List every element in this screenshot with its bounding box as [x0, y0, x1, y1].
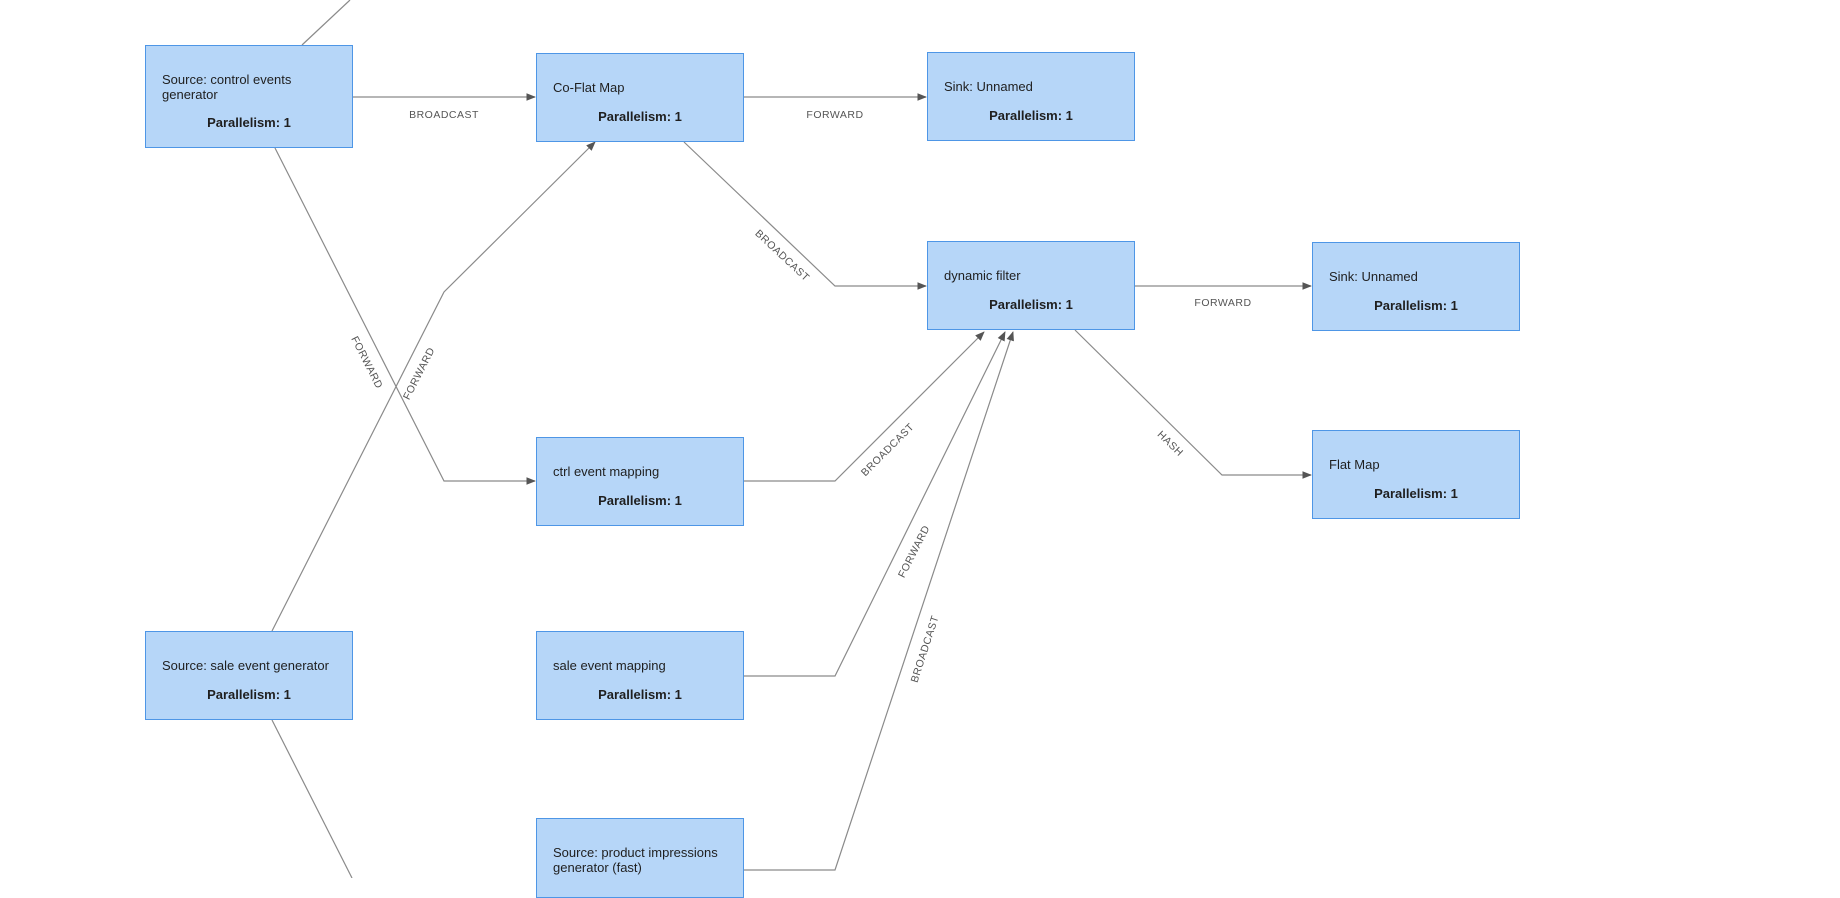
node-parallelism: Parallelism: 1: [989, 297, 1073, 312]
edge-label-src-control-to-ctrlmap: FORWARD: [348, 334, 385, 390]
node-parallelism: Parallelism: 1: [1374, 486, 1458, 501]
node-title: Source: control events generator: [162, 72, 292, 102]
edge-label-dynfilter-to-flatmap: HASH: [1155, 429, 1186, 459]
node-title: Source: sale event generator: [162, 658, 329, 673]
edge-coflat-to-dynfilter: [683, 141, 927, 290]
node-title: Sink: Unnamed: [1329, 269, 1418, 284]
edge-src-control-to-ctrlmap: [274, 147, 536, 485]
node-title: Sink: Unnamed: [944, 79, 1033, 94]
node-parallelism: Parallelism: 1: [207, 115, 291, 130]
edges-layer: BROADCAST FORWARD BROADCAST FORWARD FORWARD F…: [271, 0, 1312, 878]
node-parallelism: Parallelism: 1: [598, 109, 682, 124]
node-title: dynamic filter: [944, 268, 1021, 283]
edge-src-sale-to-coflat: [271, 141, 596, 632]
edge-label-src-sale-to-coflat: FORWARD: [401, 345, 438, 401]
node-parallelism: Parallelism: 1: [598, 687, 682, 702]
node-parallelism: Parallelism: 1: [207, 687, 291, 702]
edge-label-src-control-to-coflat: BROADCAST: [409, 109, 479, 121]
node-title: sale event mapping: [553, 658, 666, 673]
node-title: Flat Map: [1329, 457, 1380, 472]
edge-dynfilter-to-flatmap: [1074, 329, 1312, 479]
node-title: Source: product impressions generator (f…: [553, 845, 718, 875]
edge-offscreen-1: [271, 719, 353, 878]
node-title: ctrl event mapping: [553, 464, 660, 479]
edge-ctrlmap-to-dynfilter: [744, 331, 985, 482]
edge-label-src-sale-to-salemap: FORWARD: [896, 523, 933, 579]
node-parallelism: Parallelism: 1: [598, 493, 682, 508]
edge-label-dynfilter-to-sink2: FORWARD: [1194, 297, 1251, 309]
node-src-prod[interactable]: Source: product impressions generator (f…: [536, 818, 744, 898]
edge-src-sale-to-salemap: [744, 331, 1006, 677]
edge-offscreen-0: [301, 0, 351, 46]
node-title: Co-Flat Map: [553, 80, 625, 95]
edge-label-coflat-to-sink1: FORWARD: [806, 109, 863, 121]
edge-label-salemap-to-dynfilter: BROADCAST: [909, 614, 942, 684]
edge-salemap-to-dynfilter: [744, 331, 1014, 871]
edge-label-ctrlmap-to-dynfilter: BROADCAST: [859, 421, 917, 479]
node-parallelism: Parallelism: 1: [1374, 298, 1458, 313]
node-parallelism: Parallelism: 1: [989, 108, 1073, 123]
